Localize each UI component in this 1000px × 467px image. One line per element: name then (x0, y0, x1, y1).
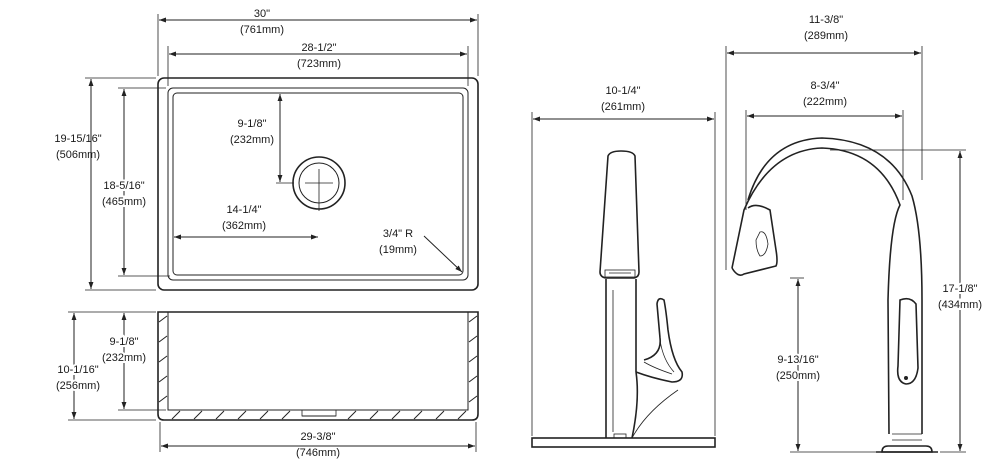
faucet-gooseneck (731, 147, 901, 435)
reach-overall-mm: (289mm) (804, 30, 848, 42)
bowl-width-in: 28-1/2" (301, 42, 336, 54)
bowl-width-mm: (723mm) (297, 58, 341, 70)
side-height-mm: (434mm) (938, 299, 982, 311)
spout-reach-in: 8-3/4" (811, 80, 840, 92)
base-width-mm: (746mm) (296, 447, 340, 459)
front-height-mm: (256mm) (56, 380, 100, 392)
sink-top-view (157, 77, 479, 291)
base-width-in: 29-3/8" (300, 431, 335, 443)
plate-width-mm: (261mm) (601, 101, 645, 113)
overall-depth-mm: (506mm) (56, 149, 100, 161)
spout-height-mm: (250mm) (776, 370, 820, 382)
plate-width-in: 10-1/4" (605, 85, 640, 97)
overall-depth-in: 19-15/16" (54, 133, 101, 145)
front-height-in: 10-1/16" (57, 364, 98, 376)
bowl-depth-mm: (465mm) (102, 196, 146, 208)
faucet-deck-plate (531, 437, 716, 448)
front-bowl-height-in: 9-1/8" (110, 336, 139, 348)
spout-reach-mm: (222mm) (803, 96, 847, 108)
sink-bowl-rim (167, 87, 469, 281)
sink-top-dimensions: 30" (761mm) 28-1/2" (723mm) 19-15/16" (5… (54, 8, 479, 291)
drain-side-in: 14-1/4" (226, 204, 261, 216)
sink-top-outline (157, 77, 479, 291)
sink-wall-hatching (158, 315, 478, 420)
faucet-side-view (731, 137, 938, 453)
faucet-front-dimensions: 10-1/4" (261mm) (531, 85, 716, 436)
sink-bowl-inner (172, 92, 464, 276)
reach-overall-in: 11-3/8" (809, 14, 843, 26)
drain-back-mm: (232mm) (230, 134, 274, 146)
front-bowl-height-mm: (232mm) (102, 352, 146, 364)
faucet-front-view (531, 150, 716, 448)
sink-front-dimensions: 10-1/16" (256mm) 9-1/8" (232mm) 29-3/8" … (54, 311, 477, 459)
spray-head (599, 150, 640, 279)
faucet-side-base (881, 445, 933, 453)
side-handle (896, 297, 919, 385)
side-spray-head (731, 204, 778, 276)
overall-width-in: 30" (254, 8, 270, 20)
side-height-in: 17-1/8" (942, 283, 977, 295)
overall-width-mm: (761mm) (240, 24, 284, 36)
drain-side-mm: (362mm) (222, 220, 266, 232)
sink-front-view (157, 311, 479, 421)
corner-radius-in: 3/4" R (383, 228, 413, 240)
bowl-depth-in: 18-5/16" (103, 180, 144, 192)
faucet-handle (635, 297, 684, 383)
drain-back-in: 9-1/8" (238, 118, 267, 130)
spout-height-in: 9-13/16" (777, 354, 818, 366)
sink-front-outline (157, 311, 479, 421)
faucet-side-dimensions: 11-3/8" (289mm) 8-3/4" (222mm) 17-1/8" (… (725, 14, 984, 453)
corner-radius-mm: (19mm) (379, 244, 417, 256)
